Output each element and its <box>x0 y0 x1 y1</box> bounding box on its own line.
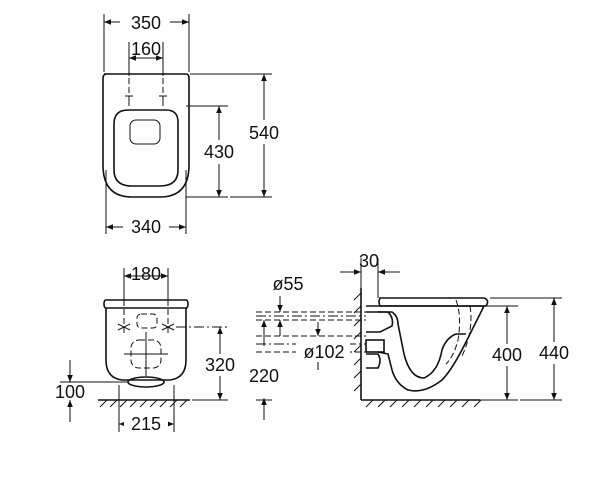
dim-160: 160 <box>131 39 161 59</box>
dim-350: 350 <box>131 13 161 33</box>
top-view-outline <box>102 73 190 198</box>
dim-320: 320 <box>205 355 235 375</box>
side-view-outlet-pipe <box>365 339 385 353</box>
dim-30: 30 <box>359 251 379 271</box>
dim-400: 400 <box>492 345 522 365</box>
dim-100: 100 <box>55 382 85 402</box>
dim-diameter-102: ø102 <box>303 342 344 362</box>
rear-view-outlet <box>127 376 165 388</box>
rear-bolt-left <box>117 323 131 331</box>
rear-inlet <box>136 313 158 329</box>
rear-view-rim <box>103 299 189 309</box>
top-view: 350 160 430 540 340 <box>102 10 286 238</box>
dim-340: 340 <box>131 217 161 237</box>
rear-view: 180 320 100 215 <box>55 264 243 435</box>
top-view-outlet <box>129 119 161 145</box>
side-view: 30 ø55 ø102 220 400 440 <box>249 251 576 420</box>
rear-floor-hatch <box>99 399 188 408</box>
dim-diameter-55: ø55 <box>272 274 303 294</box>
side-floor-hatch <box>365 399 482 408</box>
dim-540: 540 <box>249 123 279 143</box>
side-view-inner-bowl <box>378 311 466 379</box>
top-view-inner-opening <box>113 109 179 187</box>
dim-430: 430 <box>204 142 234 162</box>
rear-bolt-right <box>161 323 175 331</box>
dim-220: 220 <box>249 366 279 386</box>
side-view-trap <box>366 311 394 333</box>
side-view-bowl <box>366 305 486 392</box>
dim-180: 180 <box>131 264 161 284</box>
side-wall-hatch <box>353 292 362 392</box>
rear-view-body <box>105 308 187 381</box>
side-view-seat <box>378 297 489 307</box>
dim-440: 440 <box>539 343 569 363</box>
dim-215: 215 <box>131 414 161 434</box>
